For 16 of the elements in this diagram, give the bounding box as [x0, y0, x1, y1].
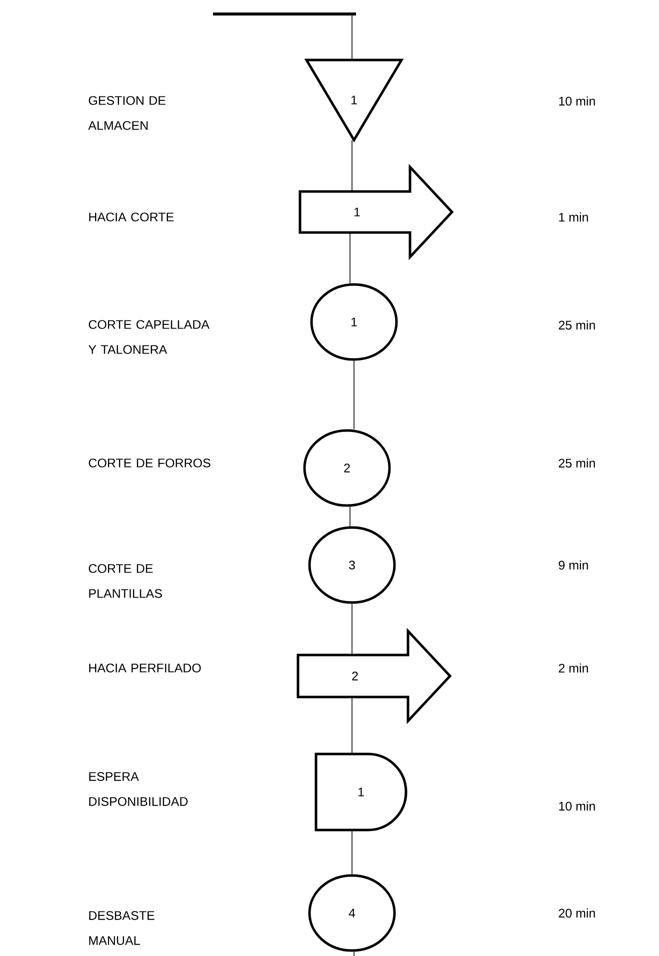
- duration-label: 25 min: [558, 320, 595, 330]
- duration-label: 25 min: [558, 458, 595, 468]
- duration-label: 20 min: [558, 908, 595, 918]
- duration-label: 1 min: [559, 212, 588, 222]
- step-label: GESTION DE ALMACEN: [88, 96, 166, 130]
- step-label: DESBASTE MANUAL: [89, 911, 154, 945]
- step-label: CORTE CAPELLADA Y TALONERA: [88, 320, 210, 354]
- step-label: CORTE DE FORROS: [88, 458, 210, 468]
- step-label: HACIA CORTE: [89, 212, 174, 222]
- step-label: HACIA PERFILADO: [89, 664, 201, 672]
- step-label: ESPERA DISPONIBILIDAD: [89, 772, 188, 806]
- duration-label: 10 min: [559, 801, 595, 811]
- step-label: CORTE DE PLANTILLAS: [88, 564, 162, 598]
- duration-label: 10 min: [559, 96, 595, 106]
- duration-label: 9 min: [558, 560, 588, 570]
- duration-label: 2 min: [558, 663, 588, 673]
